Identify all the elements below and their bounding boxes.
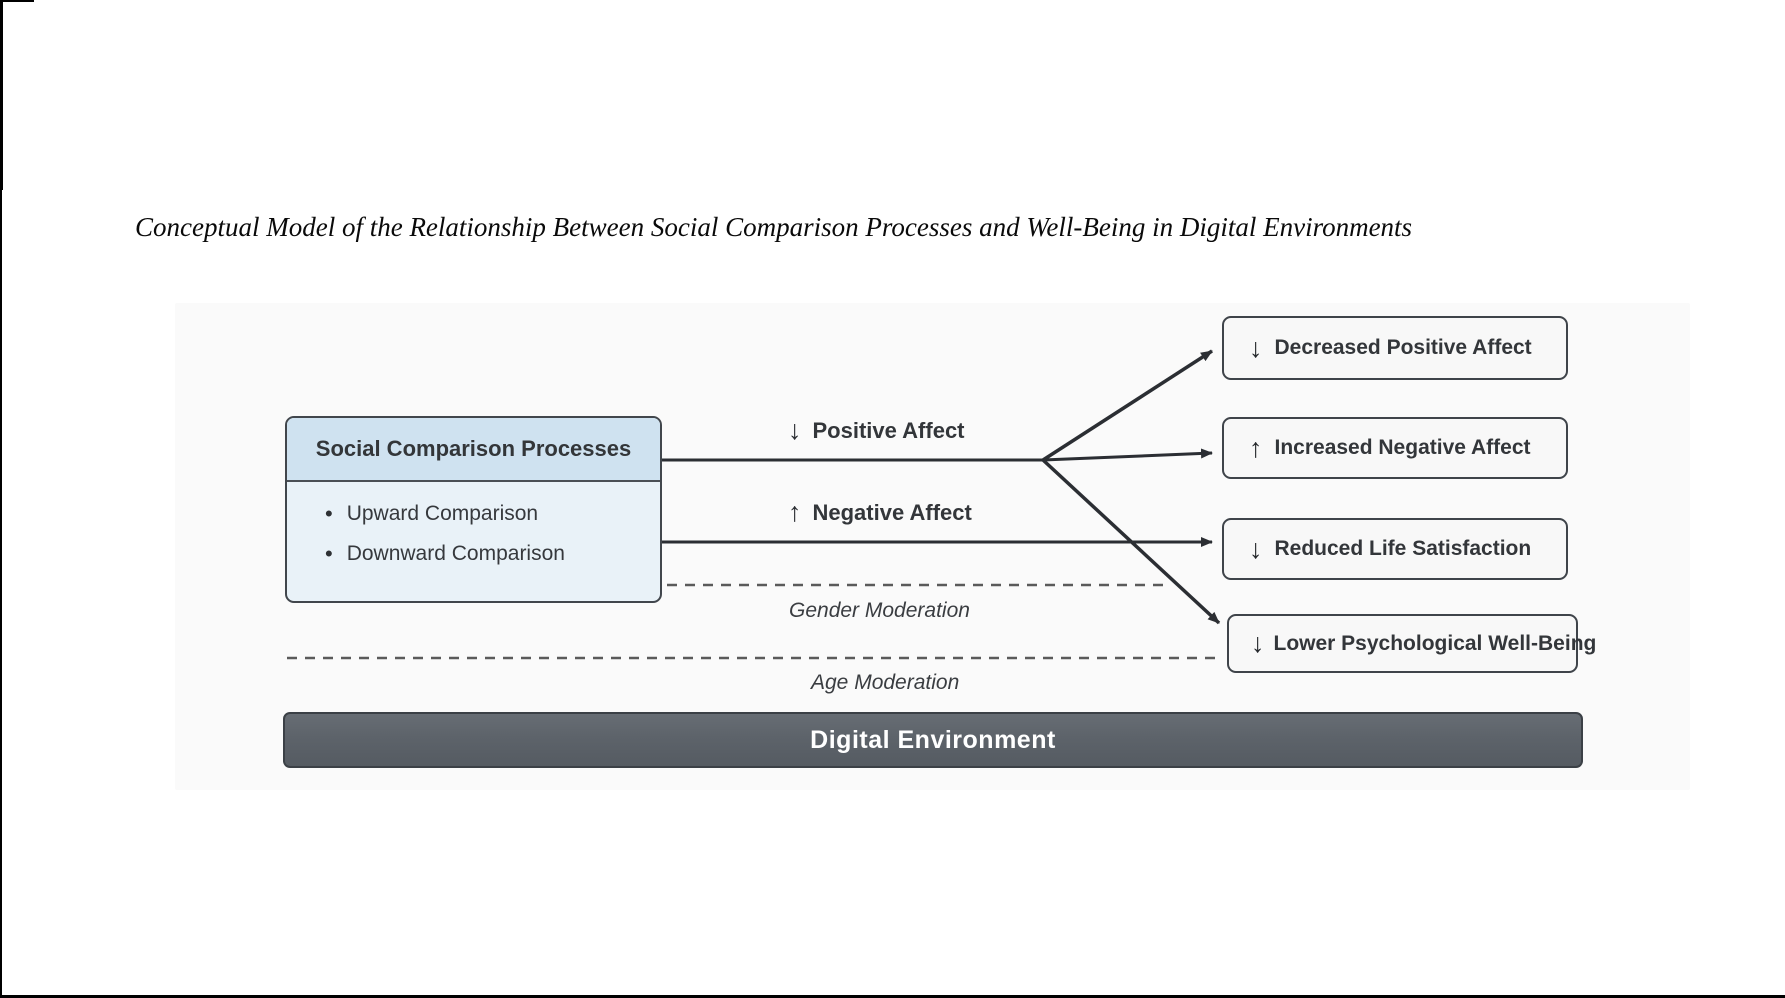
positive-affect-label: ↓ Positive Affect bbox=[788, 417, 965, 444]
list-item: • Downward Comparison bbox=[325, 542, 660, 566]
outcome-label: Decreased Positive Affect bbox=[1274, 336, 1532, 359]
down-arrow-icon: ↓ bbox=[1249, 332, 1263, 363]
list-item-label: Upward Comparison bbox=[346, 502, 539, 525]
outcome-box-decreased-positive-affect: ↓ Decreased Positive Affect bbox=[1222, 316, 1568, 380]
mediator-label: Negative Affect bbox=[812, 499, 972, 525]
down-arrow-icon: ↓ bbox=[788, 415, 802, 445]
up-arrow-icon: ↑ bbox=[1249, 432, 1263, 463]
up-arrow-icon: ↑ bbox=[788, 497, 802, 527]
list-item-label: Downward Comparison bbox=[346, 542, 565, 565]
digital-environment-bar: Digital Environment bbox=[283, 712, 1583, 768]
bullet-icon: • bbox=[325, 541, 333, 566]
negative-affect-label: ↑ Negative Affect bbox=[788, 499, 972, 526]
outcome-box-increased-negative-affect: ↑ Increased Negative Affect bbox=[1222, 417, 1568, 479]
page-top-border-segment bbox=[0, 0, 34, 2]
outcome-label: Lower Psychological Well-Being bbox=[1273, 631, 1597, 655]
source-box-body: • Upward Comparison • Downward Compariso… bbox=[287, 482, 660, 566]
social-comparison-processes-box: Social Comparison Processes • Upward Com… bbox=[285, 416, 662, 603]
page-bottom-border bbox=[0, 995, 1785, 998]
bullet-icon: • bbox=[325, 501, 333, 526]
digital-environment-label: Digital Environment bbox=[810, 725, 1056, 754]
figure-title: Conceptual Model of the Relationship Bet… bbox=[135, 212, 1413, 242]
down-arrow-icon: ↓ bbox=[1249, 533, 1263, 564]
outcome-label: Increased Negative Affect bbox=[1274, 436, 1531, 459]
outcome-box-lower-psychological-well-being: ↓ Lower Psychological Well-Being bbox=[1227, 614, 1596, 673]
age-moderation-label: Age Moderation bbox=[811, 671, 960, 694]
gender-moderation-label: Gender Moderation bbox=[789, 599, 970, 622]
down-arrow-icon: ↓ bbox=[1251, 628, 1265, 658]
outcome-box-reduced-life-satisfaction: ↓ Reduced Life Satisfaction bbox=[1222, 518, 1568, 580]
page-left-border-segment bbox=[0, 0, 3, 190]
page-left-border bbox=[0, 0, 2, 998]
list-item: • Upward Comparison bbox=[325, 502, 660, 526]
mediator-label: Positive Affect bbox=[812, 417, 965, 443]
outcome-label: Reduced Life Satisfaction bbox=[1274, 537, 1532, 560]
source-box-header: Social Comparison Processes bbox=[287, 418, 660, 482]
